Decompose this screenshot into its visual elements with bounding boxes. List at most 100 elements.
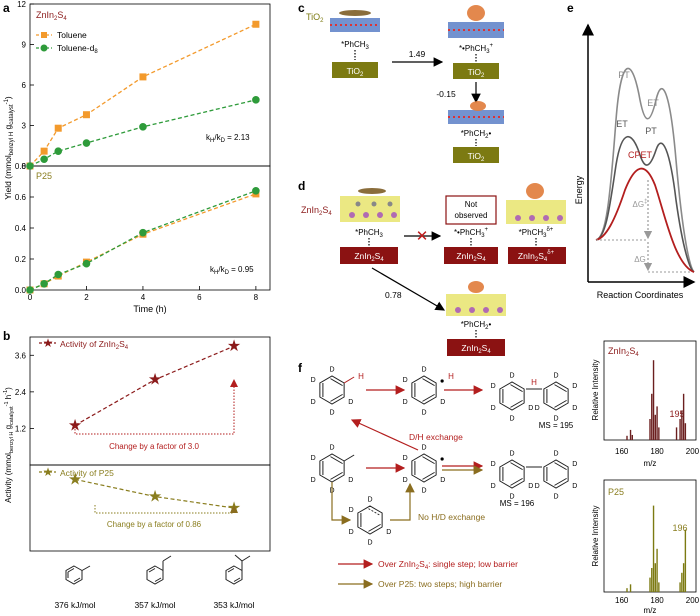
panel-a-ylabel: Yield (mmolbenzyl H gcatalyst-1) xyxy=(3,96,15,200)
legend-toluene-d8-marker xyxy=(40,44,48,52)
e-dg-ts-label: ΔG‡ xyxy=(633,199,648,209)
panel-label-e: e xyxy=(567,1,574,15)
d-energy: 0.78 xyxy=(385,290,402,300)
f-d-atom: D xyxy=(403,377,408,384)
d-zis-label-1: ZnIn2S4 xyxy=(354,251,384,263)
f-legend-zis-label: Over ZnIn2S4: single step; low barrier xyxy=(378,559,518,571)
not-observed-line1: Not xyxy=(465,200,478,209)
ms-p25-bars xyxy=(626,505,687,592)
a-bottom-toluene-d8-point xyxy=(26,286,34,294)
d-zis-label-4: ZnIn2S4 xyxy=(461,343,491,355)
f-d-atom: D xyxy=(421,410,426,417)
f-molecules: DDDDDHDDDDDHDDDDDDDDDDHDDDDDDDDDDDDDDDDD… xyxy=(311,366,578,546)
f-ring-4-double-bond xyxy=(554,399,567,408)
panel-b-y-ticks: 1.22.43.6 xyxy=(15,351,34,433)
f-ms196: MS = 196 xyxy=(500,499,535,508)
ms-zis-bars xyxy=(626,360,687,440)
e-pt2-label: PT xyxy=(645,126,657,136)
panel-c-title: TiO2 xyxy=(306,12,324,24)
f-ring-3-double-bond xyxy=(510,399,523,408)
f-ms195: MS = 195 xyxy=(539,421,574,430)
e-pt1-label: PT xyxy=(618,70,630,80)
ms-p25-xtick-label: 160 xyxy=(615,596,629,605)
b-energy-label: 353 kJ/mol xyxy=(213,600,254,610)
panel-a-top-tag: ZnIn2S4 xyxy=(36,10,67,22)
a-bottom-toluene-d8-point xyxy=(40,280,48,288)
b-zis-star: ★ xyxy=(68,417,82,434)
c-phch2-label: *PhCH2• xyxy=(461,129,492,140)
molecule-toluene xyxy=(65,565,91,585)
ms-zis-xlabel: m/z xyxy=(644,459,657,468)
legend-p25-activity-star: ★ xyxy=(43,465,54,479)
f-d-atom: D xyxy=(348,399,353,406)
molecule-cumene xyxy=(225,554,251,585)
a-xtick-label: 2 xyxy=(84,293,89,302)
e-ylabel: Energy xyxy=(574,175,584,204)
c-energy-2: -0.15 xyxy=(436,89,456,99)
legend-toluene-d8-label: Toluene-d8 xyxy=(57,43,98,55)
panel-a-bottom-series xyxy=(26,187,260,294)
b-p25-line xyxy=(74,478,235,509)
panel-f: DDDDDHDDDDDHDDDDDDDDDDHDDDDDDDDDDDDDDDDD… xyxy=(311,340,700,615)
f-ring-7 xyxy=(499,459,525,489)
a-top-toluene-point xyxy=(40,147,48,155)
f-d-atom: D xyxy=(329,410,334,417)
a-bottom-toluene-d8-point xyxy=(82,259,91,268)
f-cd-bond xyxy=(343,454,355,462)
d-phch3-delta-label: *PhCH3δ+ xyxy=(519,227,554,239)
a-top-toluene-point xyxy=(252,20,260,28)
f-d-atom: D xyxy=(311,377,316,384)
f-d-atom: D xyxy=(403,399,408,406)
f-d-atom: D xyxy=(509,416,514,423)
f-d-atom: D xyxy=(491,483,496,490)
f-radical-dot xyxy=(440,457,444,461)
f-ring-6 xyxy=(411,453,437,483)
f-d-atom: D xyxy=(349,507,354,514)
f-ring-3-double-bond xyxy=(510,384,523,393)
ms-zis-peak-label: 195 xyxy=(669,409,684,419)
b-zis-line xyxy=(74,345,235,426)
panel-b-ylabel: Activity (mmolbenzyl H gcatalyst-1 h-1) xyxy=(3,387,15,503)
zis-surface-structure-delta xyxy=(506,183,566,224)
a-top-ytick-label: 0 xyxy=(22,162,27,171)
a-bottom-ytick-label: 0.8 xyxy=(15,162,27,171)
d-blocked-x: ✕ xyxy=(416,228,429,245)
f-d-atom: D xyxy=(572,483,577,490)
f-d-atom: D xyxy=(509,494,514,501)
b-p25-star: ★ xyxy=(68,471,82,488)
panel-label-c: c xyxy=(298,1,305,15)
zis-surface-structure-4 xyxy=(446,281,506,316)
f-ring-5-double-bond xyxy=(330,456,343,465)
f-h-atom: H xyxy=(531,378,537,387)
f-h-atom: H xyxy=(448,372,454,381)
f-d-atom: D xyxy=(528,483,533,490)
f-d-atom: D xyxy=(553,494,558,501)
d-phch3-label: *PhCH3 xyxy=(355,228,383,239)
ms-p25-ylabel: Relative Intensity xyxy=(591,506,600,567)
b-zis-star: ★ xyxy=(148,372,162,389)
f-d-atom: D xyxy=(311,455,316,462)
molecule-ethylbenzene xyxy=(146,555,172,585)
f-dh-exchange-arrow xyxy=(350,419,419,451)
f-ring-2-double-bond xyxy=(422,378,435,387)
tio2-surface-structure-1 xyxy=(330,10,380,32)
a-bottom-toluene-d8-point xyxy=(139,228,147,237)
a-top-toluene-d8-point xyxy=(26,162,34,170)
zis-surface-structure-1 xyxy=(340,188,400,222)
a-top-toluene-d8-point xyxy=(252,96,260,104)
f-ring-6-double-bond xyxy=(422,456,435,465)
a-bottom-toluene-d8-point xyxy=(54,270,63,279)
a-xtick-label: 8 xyxy=(254,293,259,302)
d-phch2-label: *PhCH2• xyxy=(461,320,492,331)
f-ring-3 xyxy=(499,381,525,411)
b-ytick-label: 3.6 xyxy=(15,351,27,360)
f-ring-4-double-bond xyxy=(554,384,567,393)
e-pt-et-path xyxy=(595,67,695,273)
f-ring-7-double-bond xyxy=(510,477,523,486)
f-d-atom: D xyxy=(403,455,408,462)
